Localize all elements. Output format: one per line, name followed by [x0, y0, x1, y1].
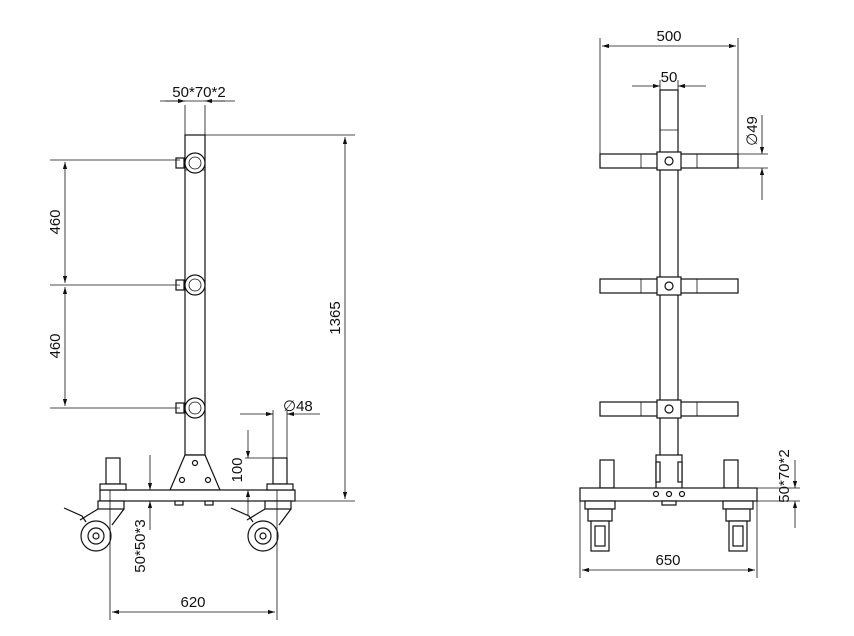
dim-arm-span: 500	[599, 28, 739, 154]
dim-wheel-track: 620	[109, 490, 278, 620]
front-view: 500 50 ∅49 50*70*2	[579, 28, 800, 578]
dim-center-width: 50	[632, 69, 706, 92]
front-pin-right	[723, 459, 739, 489]
dim-pin-height-label: 100	[229, 457, 246, 482]
storage-pin-right	[272, 457, 288, 485]
dim-base-tube: 50*50*3	[132, 455, 153, 573]
dim-base-width-label: 650	[655, 552, 680, 569]
arm-middle	[599, 276, 739, 296]
dim-tube-section-label: 50*70*2	[172, 84, 225, 101]
caster-right	[230, 500, 292, 552]
dim-spacing-lower: 460	[47, 287, 68, 406]
dim-spacing-upper-label: 460	[47, 209, 64, 234]
dim-base-width: 650	[579, 501, 758, 578]
peg-middle	[175, 274, 206, 296]
peg-bottom	[175, 397, 206, 419]
dim-arm-diameter-label: ∅49	[744, 116, 761, 146]
dim-pin-diameter: ∅48	[240, 398, 320, 458]
front-base-beam	[579, 487, 758, 502]
dim-tube-section: 50*70*2	[160, 84, 235, 135]
caster-left	[63, 500, 125, 552]
front-pin-left	[599, 459, 615, 489]
dim-base-section: 50*70*2	[757, 449, 800, 528]
dim-overall-height-label: 1365	[327, 301, 344, 334]
dim-spacing-lower-label: 460	[47, 333, 64, 358]
base-beam	[99, 489, 296, 502]
dim-arm-diameter: ∅49	[738, 115, 768, 200]
dim-center-width-label: 50	[661, 69, 678, 86]
storage-pin-left	[105, 457, 121, 485]
peg-top	[175, 152, 206, 174]
dim-base-section-label: 50*70*2	[776, 449, 793, 502]
dim-pin-height: 100	[229, 430, 287, 515]
side-view: 50*70*2 460 460 1365 ∅48	[47, 84, 355, 620]
front-caster-left	[584, 500, 616, 552]
arm-top	[599, 151, 739, 171]
arm-bottom	[599, 399, 739, 419]
dim-spacing-upper: 460	[47, 162, 68, 283]
front-caster-right	[722, 500, 754, 552]
dim-pin-diameter-label: ∅48	[283, 398, 313, 415]
dim-arm-span-label: 500	[656, 28, 681, 45]
dim-wheel-track-label: 620	[180, 594, 205, 611]
dim-base-tube-label: 50*50*3	[132, 519, 149, 572]
dim-overall-height: 1365	[205, 134, 355, 502]
